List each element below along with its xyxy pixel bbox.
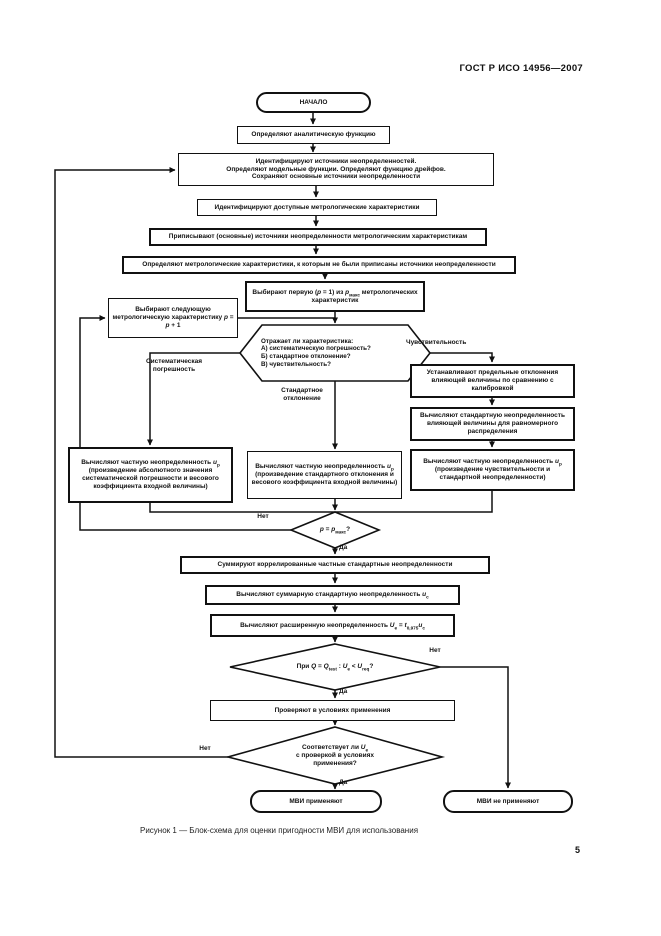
decision-uncertainty-requirement: При Q = Qtest : Ue < Ureq? <box>296 663 374 672</box>
node-calc-standard-uncertainty-influence: Вычисляют стандартную неопределенность в… <box>410 407 575 441</box>
node-calc-combined-uncertainty: Вычисляют суммарную стандартную неопреде… <box>205 585 460 605</box>
node-set-limit-deviations: Устанавливают предельные отклонения влия… <box>410 364 575 398</box>
node-verify-in-application-conditions: Проверяют в условиях применения <box>210 700 455 721</box>
node-assign-sources: Приписывают (основные) источники неопред… <box>149 228 487 246</box>
edge-label-yes-agree: Да <box>339 779 348 786</box>
node-remaining-characteristics: Определяют метрологические характеристик… <box>122 256 516 274</box>
node-start: НАЧАЛО <box>256 92 371 113</box>
branch-label-systematic-error: Систематическая погрешность <box>145 358 203 373</box>
edge-label-no-qcheck: Нет <box>429 647 441 654</box>
document-header: ГОСТ Р ИСО 14956—2007 <box>459 63 583 74</box>
edge-label-no-agree: Нет <box>199 745 211 752</box>
decision-pmax-shape <box>288 511 382 549</box>
node-calc-partial-uncertainty-systematic: Вычисляют частную неопределенность up (п… <box>68 447 233 503</box>
node-end-do-not-apply-method: МВИ не применяют <box>443 790 573 813</box>
node-characteristic-decision: Отражает ли характеристика: А) системати… <box>261 337 371 368</box>
node-calc-partial-uncertainty-sensitivity: Вычисляют частную неопределенность up (п… <box>410 449 575 491</box>
node-sum-correlated-uncertainties: Суммируют коррелированные частные станда… <box>180 556 490 574</box>
decision-agreement-check: Соответствует ли Ue с проверкой в услови… <box>295 744 374 767</box>
node-identify-uncertainty-sources: Идентифицируют источники неопределенност… <box>178 153 494 186</box>
figure-caption: Рисунок 1 — Блок-схема для оценки пригод… <box>140 826 419 835</box>
decision-qcheck-shape <box>229 643 441 691</box>
node-end-apply-method: МВИ применяют <box>250 790 382 813</box>
edge-label-yes-pmax: Да <box>339 544 348 551</box>
edge-label-yes-qcheck: Да <box>339 688 348 695</box>
branch-label-sensitivity: Чувствительность <box>406 339 467 346</box>
node-calc-partial-uncertainty-stddev: Вычисляют частную неопределенность up (п… <box>247 451 402 499</box>
decision-hexagon-shape <box>238 324 432 382</box>
node-define-analytic-function: Определяют аналитическую функцию <box>237 126 390 144</box>
page-number: 5 <box>575 845 581 855</box>
decision-pmax: p = pмакс? <box>319 526 351 535</box>
node-select-next-characteristic: Выбирают следующую метрологическую харак… <box>108 298 238 338</box>
node-calc-expanded-uncertainty: Вычисляют расширенную неопределенность U… <box>210 614 455 637</box>
edge-label-no-pmax: Нет <box>257 513 269 520</box>
branch-label-standard-deviation: Стандартное отклонение <box>281 387 323 402</box>
node-identify-available-characteristics: Идентифицируют доступные метрологические… <box>197 199 437 216</box>
decision-agree-shape <box>224 726 446 785</box>
node-select-first-characteristic: Выбирают первую (p = 1) из pмакс метроло… <box>245 281 425 312</box>
